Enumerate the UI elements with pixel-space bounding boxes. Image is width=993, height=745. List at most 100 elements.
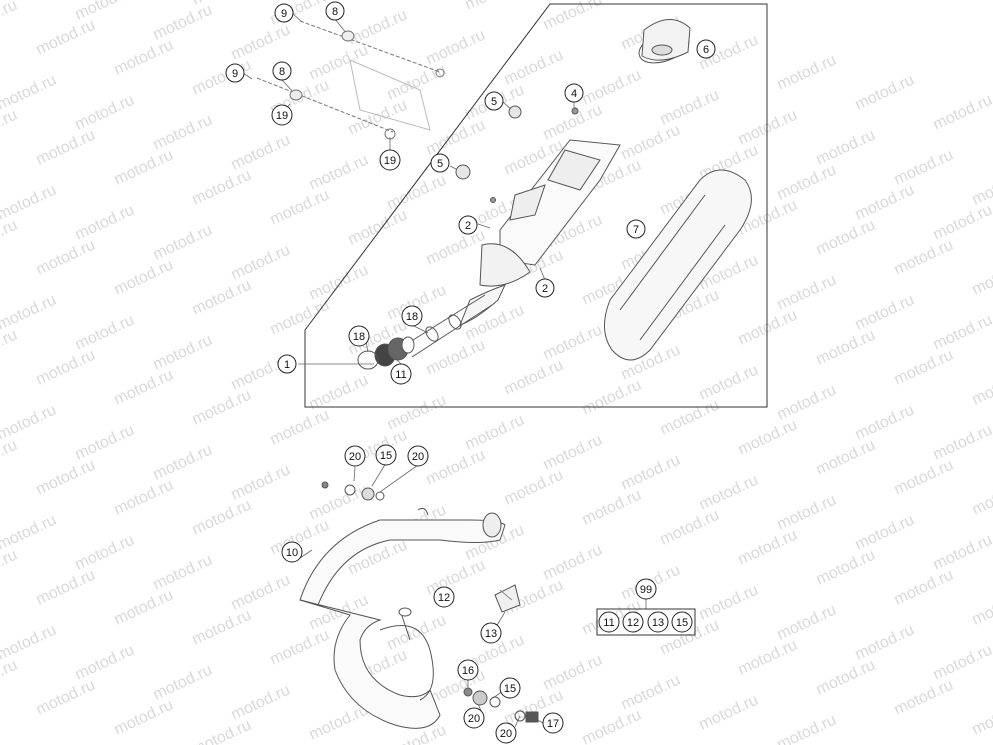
watermark-text: motod.ru xyxy=(892,237,956,279)
watermark-text: motod.ru xyxy=(151,442,215,484)
callout-7-label: 7 xyxy=(633,224,639,236)
callout-17: 17 xyxy=(542,712,564,734)
watermark-text: motod.ru xyxy=(931,642,993,684)
kit-item-11-label: 11 xyxy=(603,617,614,629)
callout-18a: 18 xyxy=(401,305,423,327)
watermark-text: motod.ru xyxy=(268,187,332,229)
callout-8a-label: 8 xyxy=(332,6,338,18)
watermark-text: motod.ru xyxy=(502,467,566,509)
watermark-text: motod.ru xyxy=(346,97,410,139)
callout-2a-label: 2 xyxy=(465,220,471,232)
callout-15a: 15 xyxy=(375,444,397,466)
watermark-text: motod.ru xyxy=(736,637,800,679)
callout-6: 6 xyxy=(696,39,716,59)
watermark-text: motod.ru xyxy=(970,477,993,519)
callout-15b-label: 15 xyxy=(504,683,516,695)
watermark-text: motod.ru xyxy=(658,507,722,549)
watermark-text: motod.ru xyxy=(424,117,488,159)
kit-item-15: 15 xyxy=(671,611,693,633)
watermark-text: motod.ru xyxy=(190,607,254,649)
watermark-text: motod.ru xyxy=(658,397,722,439)
callout-2b-label: 2 xyxy=(542,283,548,295)
silencer-assembly-frame xyxy=(304,3,768,408)
watermark-text: motod.ru xyxy=(229,132,293,174)
watermark-text: motod.ru xyxy=(697,472,761,514)
watermark-text: motod.ru xyxy=(580,707,644,745)
watermark-text: motod.ru xyxy=(307,42,371,84)
watermark-text: motod.ru xyxy=(814,657,878,699)
end-cap-6 xyxy=(638,19,691,64)
callout-5a-label: 5 xyxy=(491,96,497,108)
watermark-text: motod.ru xyxy=(190,57,254,99)
watermark-text: motod.ru xyxy=(0,327,20,369)
silencer-7 xyxy=(604,169,752,361)
watermark-text: motod.ru xyxy=(970,257,993,299)
kit-item-15-label: 15 xyxy=(676,617,688,629)
watermark-text: motod.ru xyxy=(112,37,176,79)
watermark-text: motod.ru xyxy=(892,147,956,189)
watermark-text: motod.ru xyxy=(814,217,878,259)
callout-5a: 5 xyxy=(484,91,504,111)
watermark-text: motod.ru xyxy=(892,457,956,499)
callout-15b: 15 xyxy=(499,677,521,699)
watermark-text: motod.ru xyxy=(73,532,137,574)
watermark-text: motod.ru xyxy=(307,152,371,194)
watermark-text: motod.ru xyxy=(970,167,993,209)
watermark-text: motod.ru xyxy=(931,422,993,464)
callout-20d: 20 xyxy=(495,722,517,744)
watermark-text: motod.ru xyxy=(268,297,332,339)
watermark-text: motod.ru xyxy=(541,322,605,364)
callout-16: 16 xyxy=(457,659,479,681)
watermark-text: motod.ru xyxy=(73,422,137,464)
watermark-text: motod.ru xyxy=(970,697,993,739)
watermark-text: motod.ru xyxy=(0,0,20,39)
watermark-text: motod.ru xyxy=(541,542,605,584)
watermark-text: motod.ru xyxy=(424,447,488,489)
watermark-text: motod.ru xyxy=(268,627,332,669)
kit-item-12-label: 12 xyxy=(627,617,639,629)
watermark-text: motod.ru xyxy=(463,412,527,454)
callout-19a: 19 xyxy=(271,104,293,126)
watermark-text: motod.ru xyxy=(736,107,800,149)
watermark-text: motod.ru xyxy=(775,492,839,534)
watermark-text: motod.ru xyxy=(463,0,527,14)
watermark-text: motod.ru xyxy=(346,207,410,249)
watermark-text: motod.ru xyxy=(34,17,98,59)
callout-20b: 20 xyxy=(407,445,429,467)
callout-4-label: 4 xyxy=(571,88,577,100)
watermark-text: motod.ru xyxy=(853,622,917,664)
watermark-text: motod.ru xyxy=(775,602,839,644)
kit-item-13-label: 13 xyxy=(652,617,664,629)
callout-16-label: 16 xyxy=(462,665,474,677)
kit-item-12: 12 xyxy=(622,611,644,633)
watermark-text: motod.ru xyxy=(580,487,644,529)
watermark-text: motod.ru xyxy=(619,452,683,494)
watermark-text: motod.ru xyxy=(658,87,722,129)
watermark-text: motod.ru xyxy=(931,532,993,574)
callout-2b: 2 xyxy=(535,278,555,298)
front-fasteners xyxy=(321,481,385,501)
watermark-text: motod.ru xyxy=(307,702,371,744)
callout-1: 1 xyxy=(277,354,297,374)
callout-20a-label: 20 xyxy=(349,451,361,463)
watermark-text: motod.ru xyxy=(229,22,293,64)
watermark-text: motod.ru xyxy=(853,402,917,444)
watermark-text: motod.ru xyxy=(0,107,20,149)
lower-fasteners xyxy=(463,687,539,723)
watermark-text: motod.ru xyxy=(73,202,137,244)
callout-20c-label: 20 xyxy=(468,713,480,725)
watermark-text: motod.ru xyxy=(34,127,98,169)
callout-20b-label: 20 xyxy=(412,451,424,463)
callout-2a: 2 xyxy=(458,215,478,235)
kit-item-13: 13 xyxy=(647,611,669,633)
watermark-text: motod.ru xyxy=(0,657,20,699)
callout-10: 10 xyxy=(281,541,303,563)
watermark-text: motod.ru xyxy=(307,262,371,304)
callout-19a-label: 19 xyxy=(276,110,288,122)
watermark-text: motod.ru xyxy=(229,682,293,724)
callout-99: 99 xyxy=(635,578,657,600)
watermark-text: motod.ru xyxy=(73,92,137,134)
callout-15a-label: 15 xyxy=(380,450,392,462)
watermark-text: motod.ru xyxy=(775,162,839,204)
watermark-text: motod.ru xyxy=(385,62,449,104)
